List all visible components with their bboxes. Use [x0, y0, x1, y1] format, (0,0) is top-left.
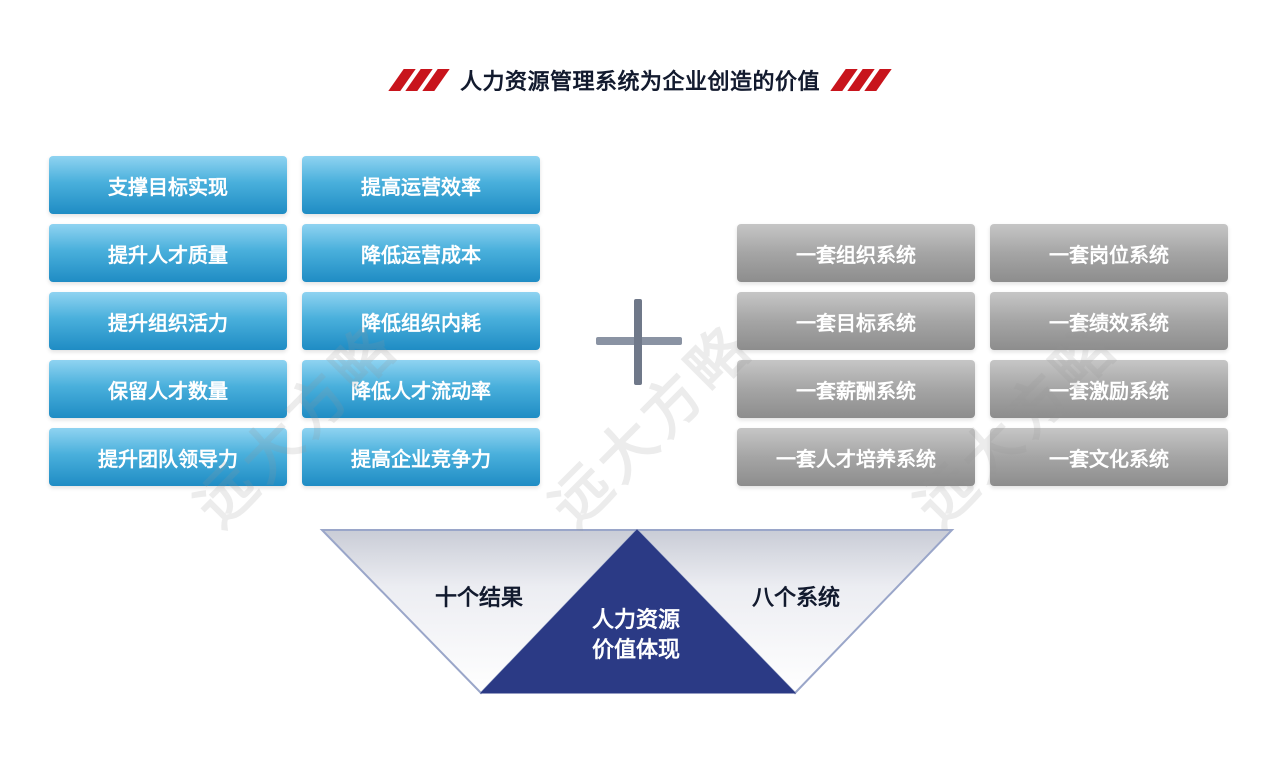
plus-icon — [596, 299, 682, 385]
system-box: 一套文化系统 — [990, 428, 1228, 486]
result-box: 降低运营成本 — [302, 224, 540, 282]
system-box: 一套绩效系统 — [990, 292, 1228, 350]
system-box: 一套目标系统 — [737, 292, 975, 350]
result-box: 降低人才流动率 — [302, 360, 540, 418]
page-title: 人力资源管理系统为企业创造的价值 — [459, 70, 820, 95]
center-label-line1: 人力资源 — [591, 608, 680, 633]
result-box: 提升组织活力 — [49, 292, 287, 350]
right-label: 八个系统 — [751, 586, 840, 611]
left-label: 十个结果 — [434, 586, 523, 611]
result-box: 提高运营效率 — [302, 156, 540, 214]
result-box: 保留人才数量 — [49, 360, 287, 418]
center-label-line2: 价值体现 — [591, 638, 680, 663]
center-triangle — [479, 529, 797, 694]
center-label: 人力资源 价值体现 — [556, 606, 716, 666]
system-box: 一套激励系统 — [990, 360, 1228, 418]
result-box: 提升人才质量 — [49, 224, 287, 282]
title-row: 人力资源管理系统为企业创造的价值 — [0, 64, 1280, 96]
system-box: 一套薪酬系统 — [737, 360, 975, 418]
system-box: 一套岗位系统 — [990, 224, 1228, 282]
result-box: 支撑目标实现 — [49, 156, 287, 214]
system-box: 一套人才培养系统 — [737, 428, 975, 486]
result-box: 提升团队领导力 — [49, 428, 287, 486]
result-box: 降低组织内耗 — [302, 292, 540, 350]
system-box: 一套组织系统 — [737, 224, 975, 282]
result-box: 提高企业竞争力 — [302, 428, 540, 486]
